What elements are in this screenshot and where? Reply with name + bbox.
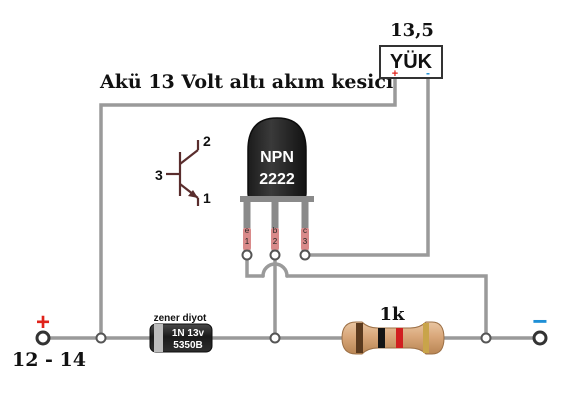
minus-terminal[interactable]	[532, 330, 548, 346]
pin-letter-c: c	[303, 226, 307, 235]
junction-base	[269, 249, 281, 261]
symbol-emitter-arrow-icon	[188, 190, 198, 198]
zener-caption: zener diyot	[154, 313, 207, 324]
plus-sign: +	[36, 309, 50, 336]
pin-letter-e: e	[245, 226, 250, 235]
transistor-part-label: 2222	[259, 171, 295, 188]
symbol-pin2-label: 2	[203, 133, 211, 149]
zener-body	[149, 323, 213, 353]
diagram-title: Akü 13 Volt altı akım kesici	[99, 71, 393, 93]
pin-sleeve-c	[301, 228, 309, 250]
transistor-type-label: NPN	[260, 149, 294, 166]
pin-sleeve-e	[243, 228, 251, 250]
resistor-band-1	[356, 323, 363, 353]
symbol-pin3-label: 3	[155, 167, 163, 183]
resistor-label: 1k	[380, 304, 406, 325]
junction-base-rail	[269, 332, 281, 344]
terminals	[35, 330, 548, 346]
npn-symbol	[166, 140, 200, 206]
junction-left	[95, 332, 107, 344]
junction-emitter	[241, 249, 253, 261]
resistor-band-2	[378, 328, 385, 348]
junction-right	[480, 332, 492, 344]
symbol-pin1-label: 1	[203, 190, 211, 206]
load-minus-mark: -	[426, 66, 430, 80]
emitter-wire-a	[245, 253, 265, 278]
zener-cathode-band	[154, 324, 163, 352]
symbol-collector-line	[179, 149, 199, 165]
load-label: YÜK	[390, 50, 433, 73]
pin-sleeve-b	[271, 228, 279, 250]
zener-line2: 5350B	[173, 340, 202, 351]
resistor-band-3	[396, 328, 403, 348]
load-plus-mark: +	[392, 68, 398, 80]
pin-number-2: 2	[273, 237, 278, 246]
pin-sleeves	[243, 228, 309, 250]
voltage-range-label: 12 - 14	[12, 349, 86, 371]
load-box	[379, 45, 443, 79]
wires	[41, 76, 542, 340]
transistor-leg-bridge	[240, 196, 314, 202]
junction-collector	[299, 249, 311, 261]
resistor-band-4	[423, 323, 429, 353]
plus-terminal[interactable]	[35, 330, 51, 346]
pin-number-1: 1	[245, 237, 250, 246]
emitter-wire-b	[285, 274, 488, 340]
junction-dots	[95, 249, 492, 344]
zener-line1: 1N 13v	[172, 328, 205, 339]
resistor-body	[341, 321, 445, 355]
load-minus-wire	[303, 76, 430, 257]
minus-sign: −	[532, 306, 547, 336]
pin-number-3: 3	[303, 237, 308, 246]
pin-letter-b: b	[273, 226, 278, 235]
load-plus-wire	[99, 76, 397, 340]
load-voltage-label: 13,5	[390, 20, 434, 41]
